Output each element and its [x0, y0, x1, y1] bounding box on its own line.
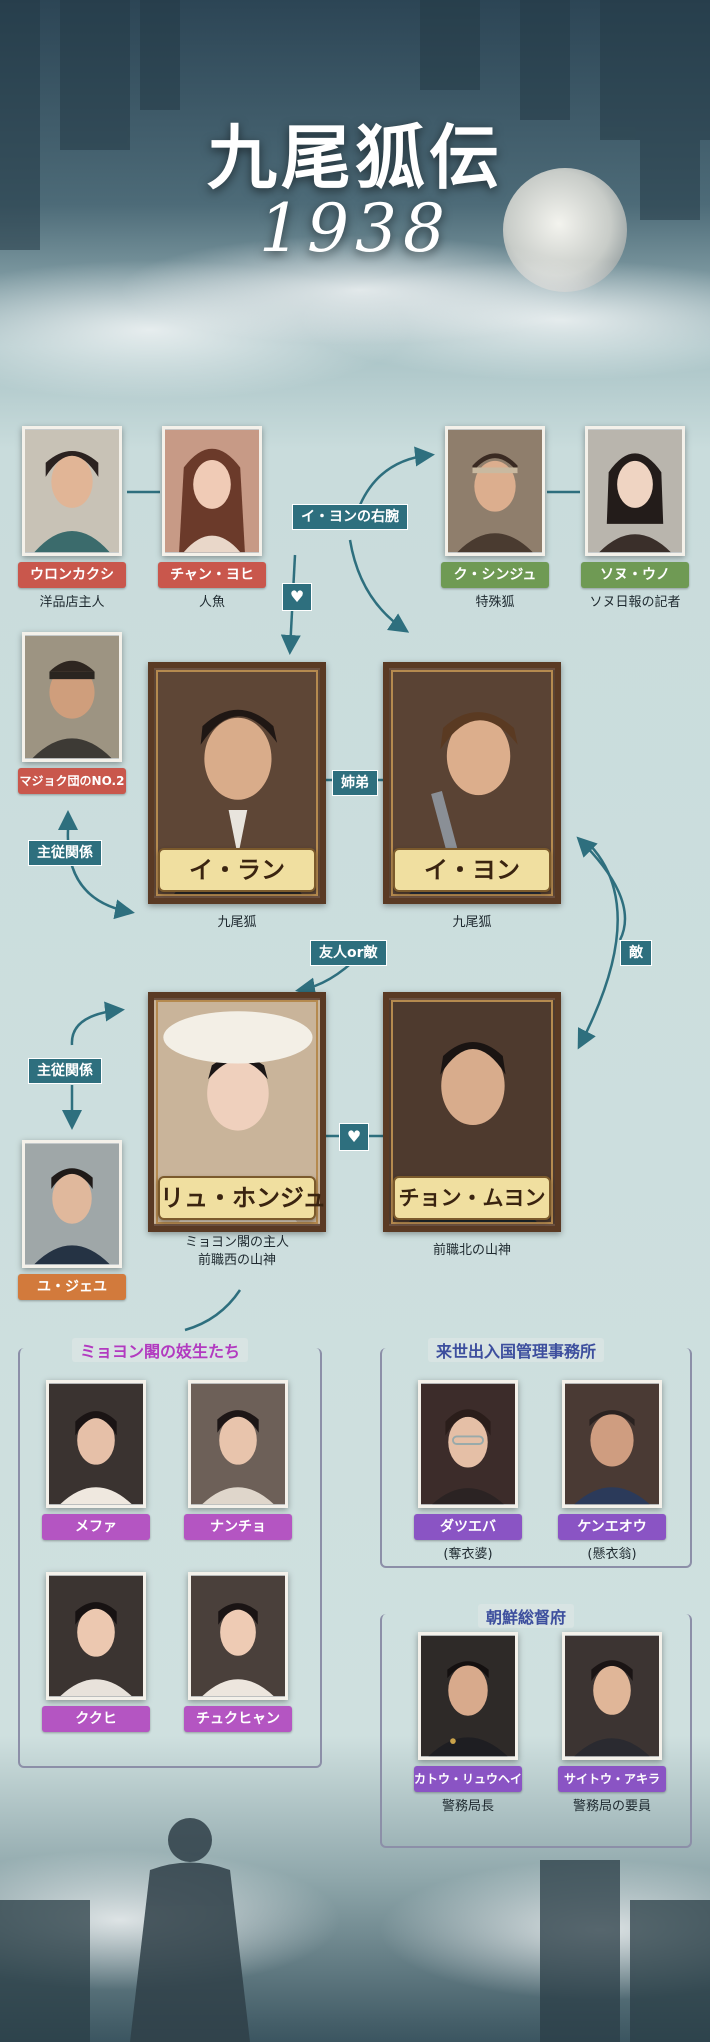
character-desc: 洋品店主人: [39, 595, 105, 610]
portrait-icon: [585, 426, 685, 556]
character-name: ウロンカクシ: [18, 562, 126, 588]
portrait-icon: [188, 1380, 288, 1508]
portrait-icon: [46, 1380, 146, 1508]
character-name: ククヒ: [42, 1706, 150, 1732]
character-name: マジョク団のNO.2: [18, 768, 126, 794]
character-card-katou[interactable]: カトウ・リュウヘイ 警務局長: [414, 1632, 522, 1814]
group-immigration: [380, 1348, 692, 1568]
portrait-icon: [383, 992, 561, 1232]
portrait-icon: [418, 1632, 518, 1760]
character-card-nancho[interactable]: ナンチョ: [184, 1380, 292, 1540]
relation-master-1: 主従関係: [28, 840, 102, 866]
heart-icon: ♥: [339, 1123, 369, 1151]
character-card-chukuhyan[interactable]: チュクヒャン: [184, 1572, 292, 1732]
character-card-kushinju[interactable]: ク・シンジュ 特殊狐: [441, 426, 549, 610]
character-card-chanyohi[interactable]: チャン・ヨヒ 人魚: [158, 426, 266, 610]
character-desc: 前職西の山神: [197, 1253, 276, 1268]
character-desc: 九尾狐: [452, 915, 492, 930]
portrait-icon: [418, 1380, 518, 1508]
portrait-icon: [22, 426, 122, 556]
group-governor: [380, 1614, 692, 1848]
drama-year: 1938: [259, 190, 451, 267]
character-name: リュ・ホンジュ: [158, 1176, 326, 1220]
character-name: ケンエオウ: [558, 1514, 666, 1540]
character-card-iyon[interactable]: イ・ヨン 九尾狐: [383, 662, 561, 930]
portrait-icon: [22, 632, 122, 762]
character-name: カトウ・リュウヘイ: [414, 1766, 522, 1792]
character-card-yujeyu[interactable]: ユ・ジェユ: [18, 1140, 126, 1300]
group-title-immigration: 来世出入国管理事務所: [428, 1338, 605, 1362]
character-desc: ミョヨン閣の主人: [184, 1235, 289, 1250]
character-card-datsueba[interactable]: ダツエバ (奪衣婆): [414, 1380, 522, 1562]
portrait-icon: [188, 1572, 288, 1700]
character-card-saitou[interactable]: サイトウ・アキラ 警務局の要員: [558, 1632, 666, 1814]
character-name: メファ: [42, 1514, 150, 1540]
relation-friend-or-enemy: 友人or敵: [310, 940, 387, 966]
character-desc: 警務局の要員: [572, 1799, 651, 1814]
character-name: チュクヒャン: [184, 1706, 292, 1732]
character-card-mefa[interactable]: メファ: [42, 1380, 150, 1540]
character-name: ク・シンジュ: [441, 562, 549, 588]
character-card-sonuuno[interactable]: ソヌ・ウノ ソヌ日報の記者: [581, 426, 689, 610]
relation-right-arm: イ・ヨンの右腕: [292, 504, 408, 530]
character-name: イ・ラン: [158, 848, 316, 892]
character-desc: 警務局長: [441, 1799, 494, 1814]
character-name: ダツエバ: [414, 1514, 522, 1540]
character-desc: ソヌ日報の記者: [589, 595, 681, 610]
character-desc: 九尾狐: [217, 915, 257, 930]
character-card-kukuhi[interactable]: ククヒ: [42, 1572, 150, 1732]
character-card-majokdan[interactable]: マジョク団のNO.2: [18, 632, 126, 794]
portrait-icon: [562, 1632, 662, 1760]
character-name: ユ・ジェユ: [18, 1274, 126, 1300]
character-card-kenenou[interactable]: ケンエオウ (懸衣翁): [558, 1380, 666, 1562]
relation-enemy: 敵: [620, 940, 652, 966]
relation-master-2: 主従関係: [28, 1058, 102, 1084]
portrait-icon: [22, 1140, 122, 1268]
character-desc: 人魚: [198, 595, 225, 610]
silhouette-figure: [130, 1818, 250, 2042]
character-card-ryuhonju[interactable]: リュ・ホンジュ ミョヨン閣の主人 前職西の山神: [148, 992, 326, 1268]
character-desc: (懸衣翁): [587, 1547, 637, 1562]
character-desc: (奪衣婆): [443, 1547, 493, 1562]
portrait-icon: [445, 426, 545, 556]
portrait-icon: [162, 426, 262, 556]
portrait-icon: [46, 1572, 146, 1700]
character-name: ナンチョ: [184, 1514, 292, 1540]
group-title-kisaeng: ミョヨン閣の妓生たち: [72, 1338, 249, 1362]
drama-title: 九尾狐伝: [207, 116, 503, 199]
heart-icon: ♥: [282, 583, 312, 611]
character-name: チョン・ムヨン: [393, 1176, 551, 1220]
character-card-chonmuyon[interactable]: チョン・ムヨン 前職北の山神: [383, 992, 561, 1258]
group-kisaeng: [18, 1348, 322, 1768]
character-card-iran[interactable]: イ・ラン 九尾狐: [148, 662, 326, 930]
character-desc: 前職北の山神: [432, 1243, 511, 1258]
character-name: イ・ヨン: [393, 848, 551, 892]
character-name: サイトウ・アキラ: [558, 1766, 666, 1792]
group-title-governor: 朝鮮総督府: [478, 1604, 575, 1628]
relation-siblings: 姉弟: [332, 770, 378, 796]
character-card-woolonkakushi[interactable]: ウロンカクシ 洋品店主人: [18, 426, 126, 610]
character-name: チャン・ヨヒ: [158, 562, 266, 588]
portrait-icon: [562, 1380, 662, 1508]
character-name: ソヌ・ウノ: [581, 562, 689, 588]
character-desc: 特殊狐: [475, 595, 515, 610]
